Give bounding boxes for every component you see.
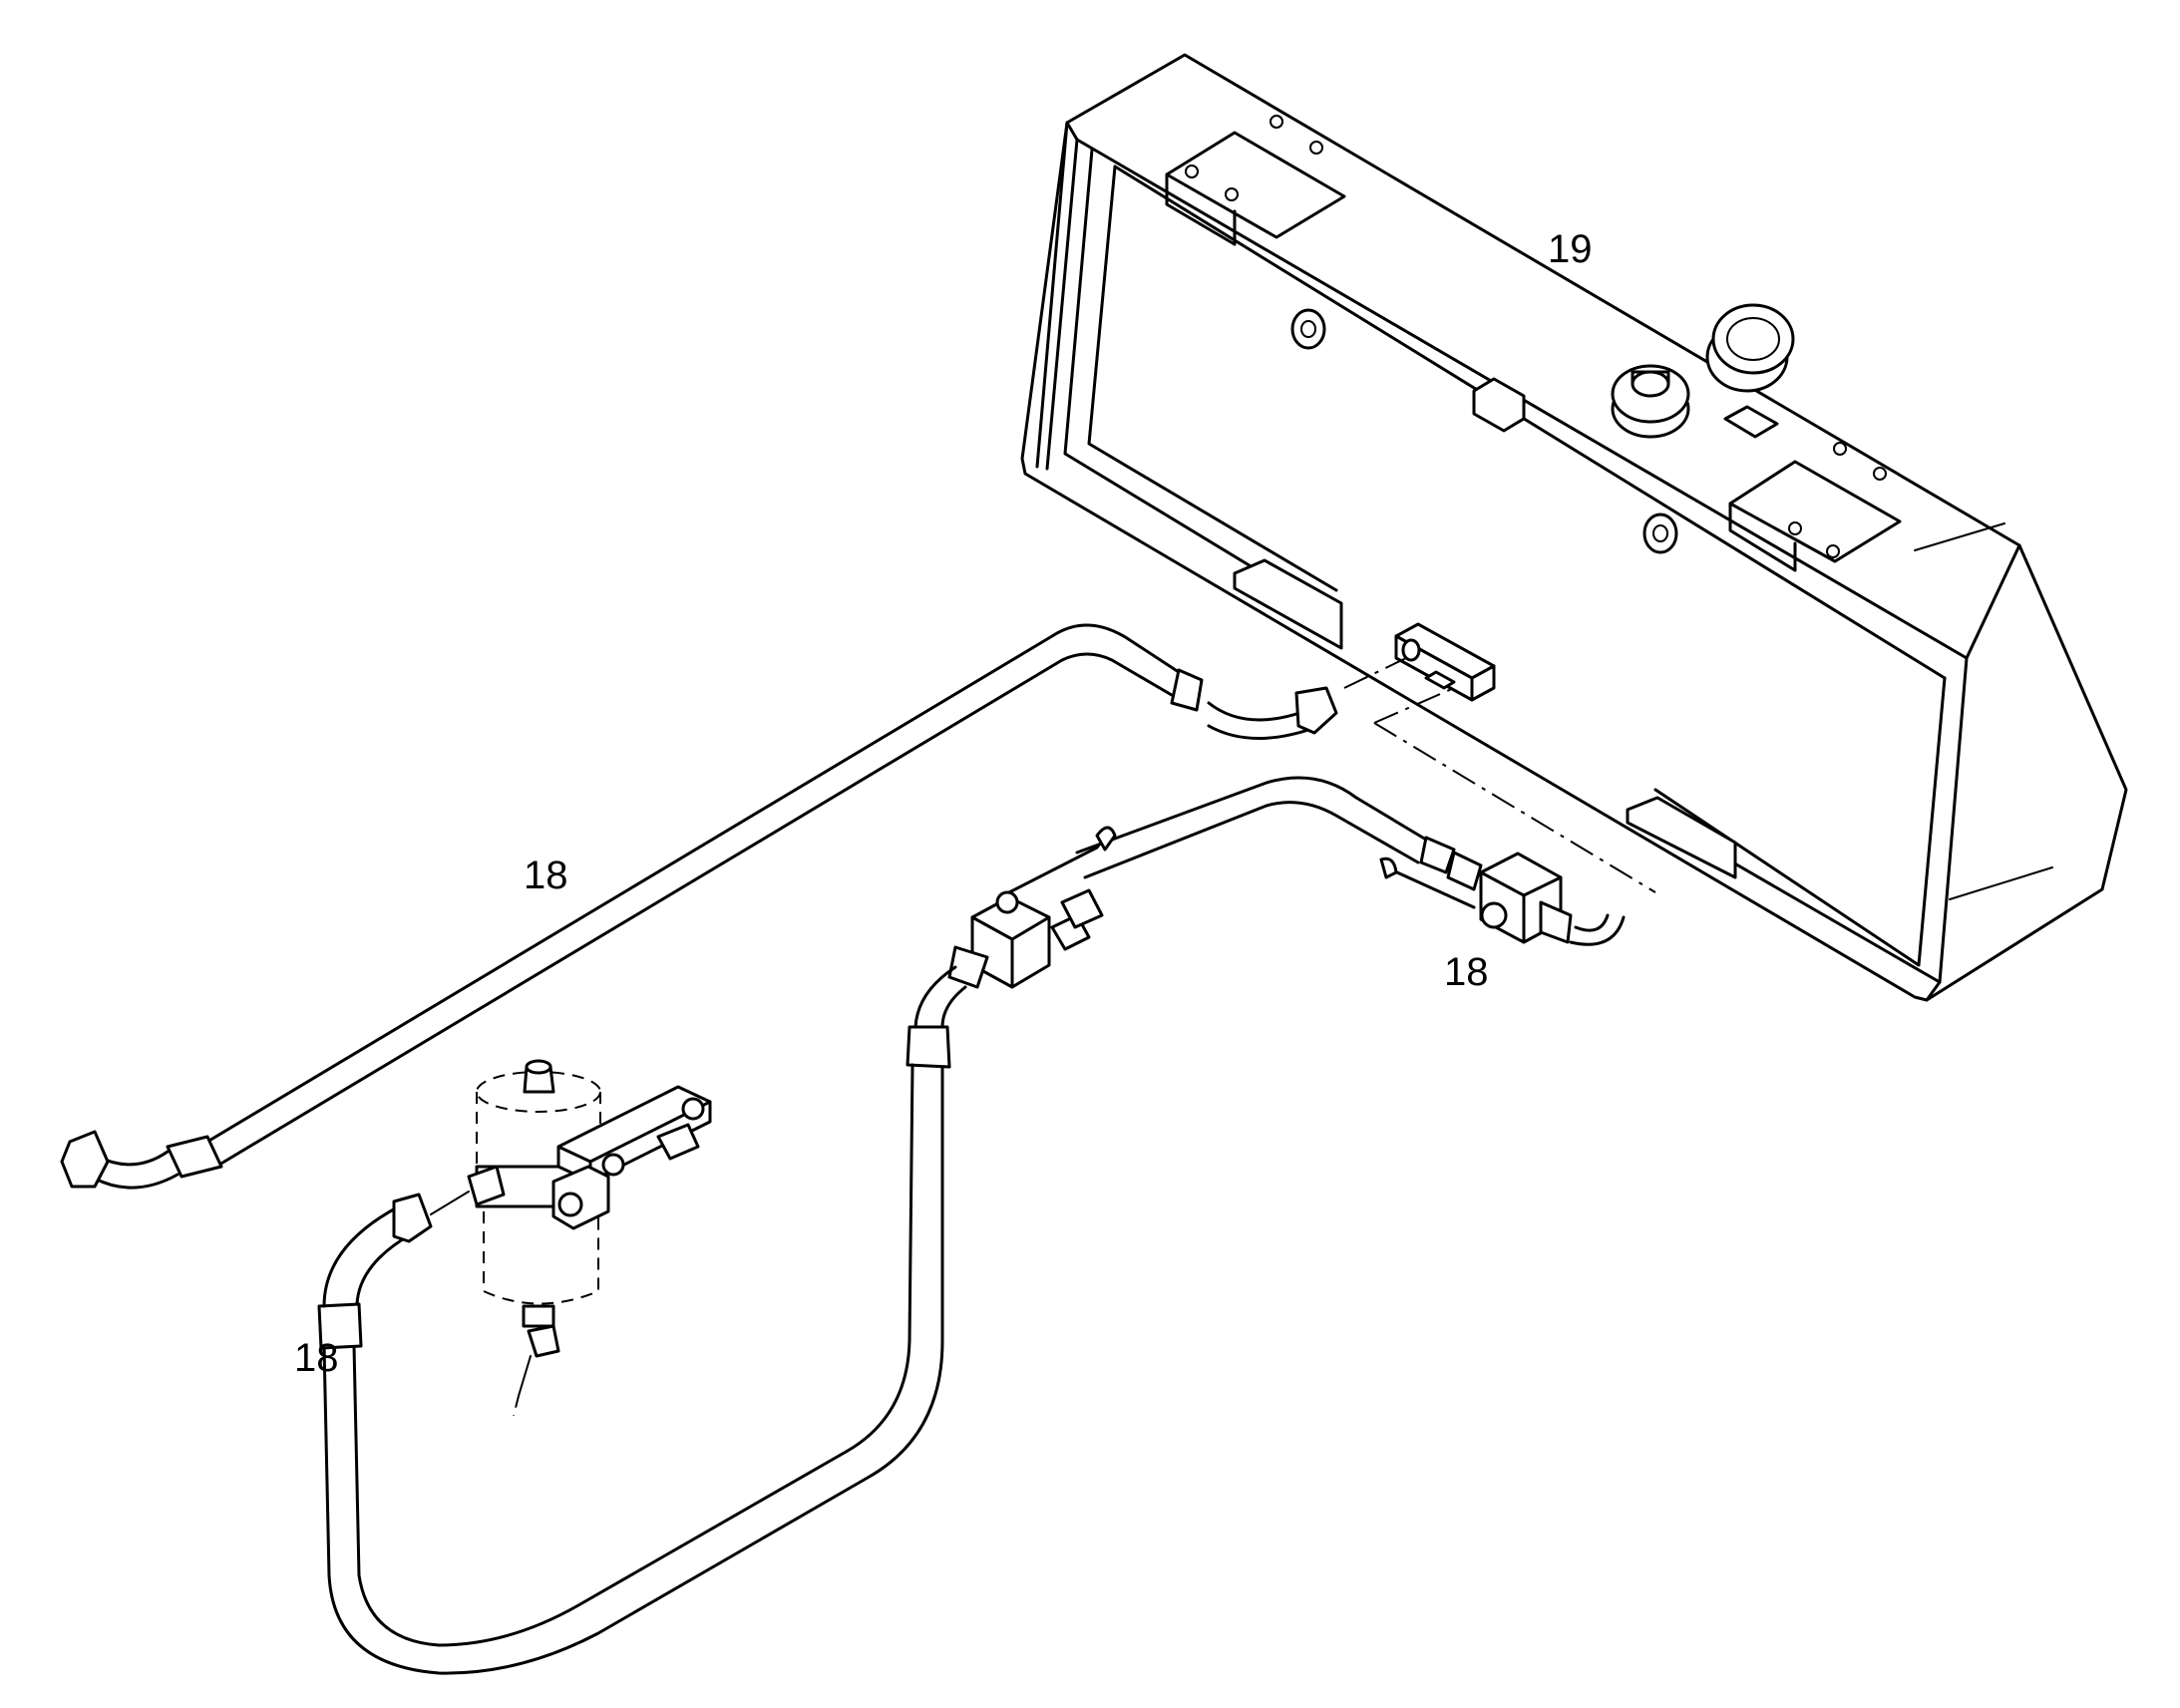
callout-hose-main: 18 bbox=[524, 854, 568, 897]
center-line bbox=[1373, 687, 1455, 724]
callout-hose-valve: 18 bbox=[1444, 950, 1489, 994]
callout-hose-filter: 18 bbox=[294, 1336, 339, 1380]
center-line bbox=[1373, 722, 1656, 893]
fuel-hose-main bbox=[60, 623, 1338, 1190]
fuel-filter bbox=[430, 1059, 712, 1417]
callout-tank: 19 bbox=[1548, 227, 1593, 271]
fuel-hose-valve bbox=[322, 776, 1626, 1675]
fuel-tank bbox=[1020, 53, 2128, 1002]
tank-outlet-block bbox=[1394, 622, 1496, 702]
center-line bbox=[1343, 657, 1407, 689]
fuel-hose-filter bbox=[317, 1193, 433, 1350]
